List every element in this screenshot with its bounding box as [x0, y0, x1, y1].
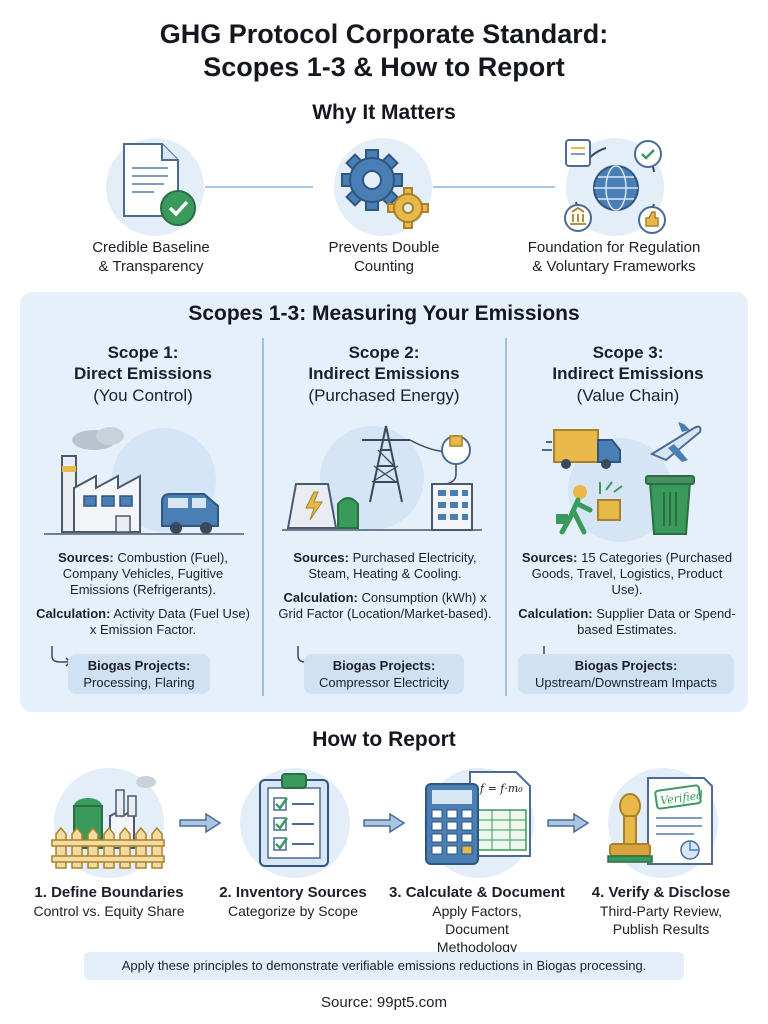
formula-text: f = f·m₀: [479, 782, 523, 795]
scope-title: Indirect Emissions: [308, 364, 460, 383]
why-label-line: Prevents Double: [328, 239, 440, 256]
scope-3-sources: Sources: 15 Categories (Purchased Goods,…: [516, 550, 738, 598]
step-4: 4. Verify & Disclose Third-Party Review,…: [566, 884, 756, 938]
column-divider: [262, 338, 264, 696]
factory-van-icon: [44, 427, 244, 535]
scope-subtitle: (You Control): [93, 386, 193, 405]
power-grid-icon: [282, 425, 482, 531]
scope-subtitle: (Value Chain): [576, 386, 680, 405]
page-title: GHG Protocol Corporate Standard: Scopes …: [0, 18, 768, 84]
scope-title: Scope 1:: [107, 343, 179, 362]
step-2: 2. Inventory Sources Categorize by Scope: [198, 884, 388, 920]
scope-1-header: Scope 1: Direct Emissions (You Control): [24, 342, 262, 406]
why-item-label: Foundation for Regulation & Voluntary Fr…: [494, 238, 734, 276]
verified-stamp-icon: Verified: [607, 777, 713, 865]
scope-3-biogas-callout: Biogas Projects: Upstream/Downstream Imp…: [518, 654, 734, 694]
step-title: 2. Inventory Sources: [219, 884, 367, 901]
scope-3-header: Scope 3: Indirect Emissions (Value Chain…: [509, 342, 747, 406]
scope-2-biogas-callout: Biogas Projects: Compressor Electricity: [304, 654, 464, 694]
biogas-text: Upstream/Downstream Impacts: [534, 675, 718, 690]
report-heading: How to Report: [312, 728, 456, 751]
scope-title: Scope 3:: [592, 343, 664, 362]
footer-callout: Apply these principles to demonstrate ve…: [84, 952, 684, 980]
calculation-label: Calculation:: [518, 606, 593, 621]
scope-2-sources: Sources: Purchased Electricity, Steam, H…: [274, 550, 496, 582]
connector-line: [433, 186, 555, 188]
scope-1-biogas-callout: Biogas Projects: Processing, Flaring: [68, 654, 210, 694]
gears-icon: [341, 149, 429, 229]
why-item-label: Credible Baseline & Transparency: [31, 238, 271, 276]
column-divider: [505, 338, 507, 696]
calculation-text: Activity Data (Fuel Use) x Emission Fact…: [89, 606, 250, 637]
step-1: 1. Define Boundaries Control vs. Equity …: [14, 884, 204, 920]
arrow-right-icon: [179, 812, 222, 834]
scope-2-header: Scope 2: Indirect Emissions (Purchased E…: [265, 342, 503, 406]
step-title: 1. Define Boundaries: [34, 884, 184, 901]
boundary-fence-icon: [51, 776, 165, 869]
title-line-2: Scopes 1-3 & How to Report: [203, 52, 565, 82]
scope-1-sources: Sources: Combustion (Fuel), Company Vehi…: [32, 550, 254, 598]
why-label-line: & Voluntary Frameworks: [532, 258, 696, 275]
scope-title: Direct Emissions: [74, 364, 212, 383]
calculation-label: Calculation:: [36, 606, 111, 621]
document-check-icon: [123, 143, 196, 226]
step-description: Control vs. Equity Share: [33, 903, 185, 919]
calculation-text: Supplier Data or Spend-based Estimates.: [577, 606, 736, 637]
arrow-right-icon: [547, 812, 590, 834]
scope-subtitle: (Purchased Energy): [308, 386, 460, 405]
calculation-label: Calculation:: [283, 590, 358, 605]
globe-network-icon: [564, 139, 666, 234]
step-title: 4. Verify & Disclose: [591, 884, 731, 901]
scope-1-calculation: Calculation: Activity Data (Fuel Use) x …: [32, 606, 254, 638]
sources-label: Sources:: [58, 550, 114, 565]
step-title: 3. Calculate & Document: [389, 884, 565, 901]
source-credit: Source: 99pt5.com: [321, 994, 447, 1011]
why-item-label: Prevents Double Counting: [264, 238, 504, 276]
biogas-text: Processing, Flaring: [83, 675, 195, 690]
sources-label: Sources:: [521, 550, 578, 565]
scope-2-calculation: Calculation: Consumption (kWh) x Grid Fa…: [274, 590, 496, 622]
step-description: Third-Party Review, Publish Results: [599, 903, 723, 937]
sources-text: Combustion (Fuel), Company Vehicles, Fug…: [62, 550, 228, 597]
biogas-label: Biogas Projects:: [87, 658, 191, 673]
calculation-text: Consumption (kWh) x Grid Factor (Locatio…: [278, 590, 492, 621]
biogas-label: Biogas Projects:: [574, 658, 678, 673]
sources-label: Sources:: [293, 550, 349, 565]
calculator-spreadsheet-icon: f = f·m₀: [425, 771, 531, 865]
step-description: Apply Factors, Document Methodology: [432, 903, 522, 955]
verified-text: Verified: [659, 789, 703, 808]
biogas-label: Biogas Projects:: [332, 658, 436, 673]
step-3: 3. Calculate & Document Apply Factors, D…: [382, 884, 572, 956]
scopes-heading: Scopes 1-3: Measuring Your Emissions: [188, 302, 580, 325]
scope-3-calculation: Calculation: Supplier Data or Spend-base…: [516, 606, 738, 638]
scope-title: Indirect Emissions: [552, 364, 704, 383]
sources-text: Purchased Electricity, Steam, Heating & …: [308, 550, 477, 581]
scope-title: Scope 2:: [348, 343, 420, 362]
title-line-1: GHG Protocol Corporate Standard:: [159, 19, 609, 49]
clipboard-checklist-icon: [259, 773, 329, 867]
step-description: Categorize by Scope: [228, 903, 358, 919]
connector-line: [205, 186, 313, 188]
sources-text: 15 Categories (Purchased Goods, Travel, …: [531, 550, 733, 597]
why-label-line: & Transparency: [98, 258, 204, 275]
why-label-line: Credible Baseline: [92, 239, 210, 256]
biogas-text: Compressor Electricity: [318, 675, 450, 690]
value-chain-icon: [542, 422, 702, 542]
why-heading: Why It Matters: [312, 101, 456, 124]
arrow-right-icon: [363, 812, 406, 834]
why-label-line: Foundation for Regulation: [527, 239, 701, 256]
why-label-line: Counting: [353, 258, 415, 275]
